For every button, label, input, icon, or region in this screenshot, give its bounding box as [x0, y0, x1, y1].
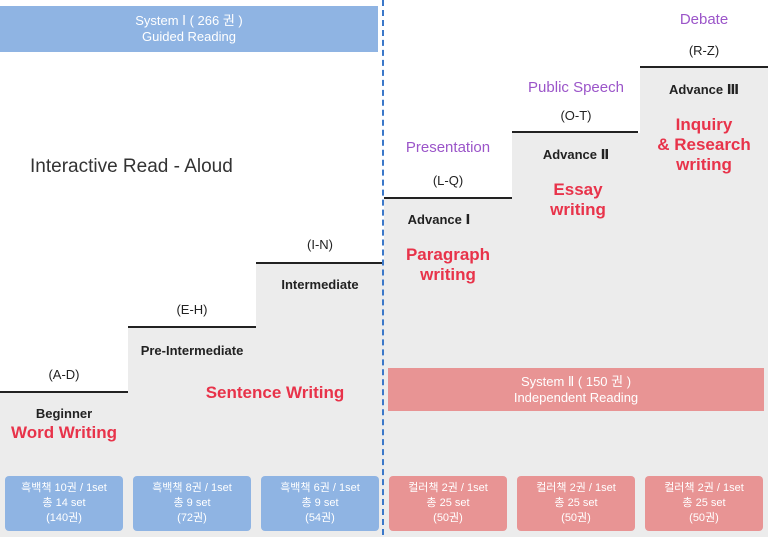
book-total-line: 총 25 set [426, 497, 470, 509]
step-line-6 [640, 66, 768, 68]
level-label: Intermediate [281, 277, 359, 292]
activity-label: Debate [679, 11, 729, 28]
writing-line: Essay [553, 180, 603, 199]
book-count-line: 흑백책 10권 / 1set [21, 482, 107, 494]
writing-line: writing [550, 200, 606, 219]
range-label: (I-N) [307, 237, 333, 252]
system2-subtitle: Independent Reading [513, 389, 639, 405]
system-divider [382, 0, 384, 535]
book-info-box: 컬러책 2권 / 1set 총 25 set (50권) [645, 476, 763, 531]
writing-line: writing [420, 265, 476, 284]
level-label: Advance Ⅰ [407, 212, 471, 227]
step-line-5 [512, 131, 638, 133]
writing-line: writing [676, 155, 732, 174]
book-count-line: 컬러책 2권 / 1set [536, 482, 616, 494]
system1-title: System Ⅰ ( 266 권 ) [135, 13, 243, 28]
activity-label: Presentation [405, 139, 491, 156]
activity-label: Public Speech [528, 79, 624, 96]
level-label: Beginner [35, 406, 93, 421]
book-sum-line: (50권) [689, 512, 719, 524]
step-line-3 [256, 262, 384, 264]
book-total-line: 총 9 set [301, 497, 339, 509]
step-line-1 [0, 391, 128, 393]
book-count-line: 흑백책 6권 / 1set [280, 482, 360, 494]
range-label: (R-Z) [688, 43, 720, 58]
book-total-line: 총 9 set [173, 497, 211, 509]
book-info-box: 흑백책 8권 / 1set 총 9 set (72권) [133, 476, 251, 531]
writing-line: & Research [657, 135, 751, 154]
writing-label: Inquiry & Research writing [640, 115, 768, 175]
book-total-line: 총 25 set [554, 497, 598, 509]
system2-banner: System Ⅱ ( 150 권 ) Independent Reading [388, 368, 764, 411]
writing-line: Inquiry [675, 115, 733, 134]
interactive-read-aloud-label: Interactive Read - Aloud [30, 156, 233, 177]
step-line-2 [128, 326, 256, 328]
book-count-line: 컬러책 2권 / 1set [408, 482, 488, 494]
book-count-line: 컬러책 2권 / 1set [664, 482, 744, 494]
book-info-box: 컬러책 2권 / 1set 총 25 set (50권) [517, 476, 635, 531]
book-info-box: 흑백책 10권 / 1set 총 14 set (140권) [5, 476, 123, 531]
book-sum-line: (50권) [561, 512, 591, 524]
book-total-line: 총 14 set [42, 497, 86, 509]
system1-subtitle: Guided Reading [142, 29, 236, 44]
range-label: (O-T) [560, 108, 592, 123]
book-info-box: 컬러책 2권 / 1set 총 25 set (50권) [389, 476, 507, 531]
writing-label: Essay writing [514, 180, 642, 220]
level-label: Pre-Intermediate [140, 343, 244, 358]
step-area-5 [512, 133, 640, 537]
system1-banner: System Ⅰ ( 266 권 ) Guided Reading [0, 6, 378, 52]
system2-title: System Ⅱ ( 150 권 ) [520, 373, 632, 389]
book-count-line: 흑백책 8권 / 1set [152, 482, 232, 494]
writing-line: Paragraph [405, 245, 491, 264]
book-total-line: 총 25 set [682, 497, 726, 509]
range-label: (A-D) [48, 367, 80, 382]
step-area-6 [640, 68, 768, 537]
level-label: Advance Ⅱ [542, 147, 610, 162]
writing-label: Paragraph writing [384, 245, 512, 285]
step-line-4 [384, 197, 512, 199]
range-label: (E-H) [176, 302, 208, 317]
writing-label: Word Writing [10, 423, 118, 442]
book-sum-line: (140권) [46, 512, 82, 524]
level-label: Advance Ⅲ [668, 82, 740, 97]
book-sum-line: (50권) [433, 512, 463, 524]
book-info-box: 흑백책 6권 / 1set 총 9 set (54권) [261, 476, 379, 531]
range-label: (L-Q) [432, 173, 464, 188]
writing-label: Sentence Writing [205, 383, 345, 402]
book-sum-line: (72권) [177, 512, 207, 524]
book-sum-line: (54권) [305, 512, 335, 524]
